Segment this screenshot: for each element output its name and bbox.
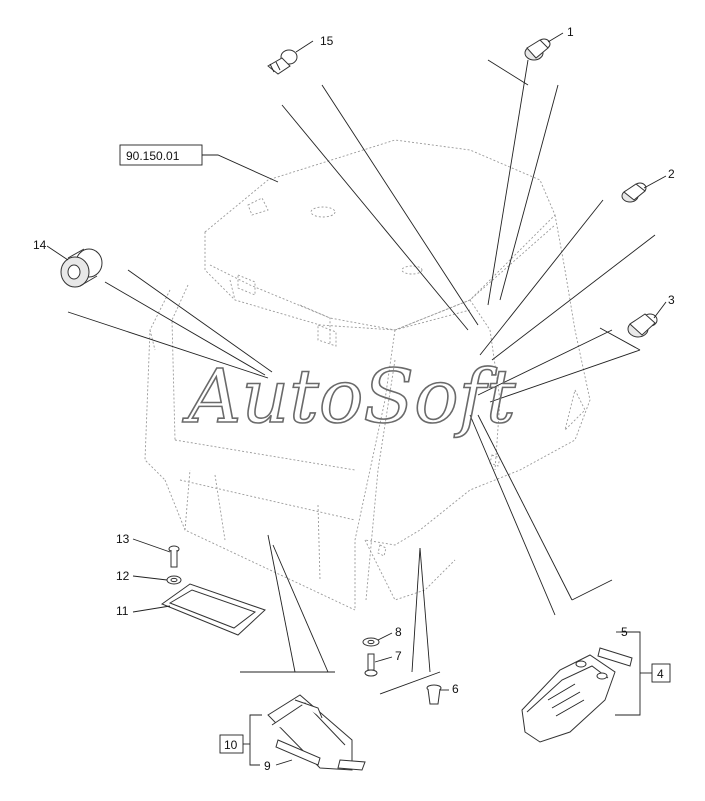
callout-10-box xyxy=(219,734,244,754)
callout-15: 15 xyxy=(320,34,334,48)
part-7-screw xyxy=(364,653,378,677)
part-5-strip xyxy=(597,647,633,667)
callout-labels: 1 2 3 5 6 7 8 9 11 12 13 14 15 4 10 90.1… xyxy=(33,25,675,773)
part-13-bolt xyxy=(168,545,180,568)
reference-box xyxy=(119,144,203,166)
callout-4: 4 xyxy=(657,667,664,681)
callout-9: 9 xyxy=(264,759,271,773)
leader-lines xyxy=(46,32,667,766)
callout-7: 7 xyxy=(395,649,402,663)
part-12-washer xyxy=(166,575,182,585)
callout-1: 1 xyxy=(567,25,574,39)
part-11-plate xyxy=(160,583,266,636)
callout-5: 5 xyxy=(621,625,628,639)
callout-10: 10 xyxy=(224,738,238,752)
part-1-plug xyxy=(524,38,551,61)
callout-4-box xyxy=(651,663,671,683)
watermark: AutoSoft xyxy=(182,354,516,440)
callout-6: 6 xyxy=(452,682,459,696)
cab-outline xyxy=(144,139,591,611)
part-4-cover xyxy=(521,654,616,743)
part-14-grommet xyxy=(60,248,103,288)
callout-14: 14 xyxy=(33,238,47,252)
part-3-plug xyxy=(627,313,658,338)
reference-label: 90.150.01 xyxy=(126,149,180,163)
callout-12: 12 xyxy=(116,569,130,583)
callout-11: 11 xyxy=(116,604,129,618)
callout-2: 2 xyxy=(668,167,675,181)
part-2-plug xyxy=(621,182,647,203)
part-9-strip xyxy=(275,739,321,766)
part-8-washer xyxy=(362,637,380,647)
part-15-clip xyxy=(267,49,298,75)
callout-8: 8 xyxy=(395,625,402,639)
part-6-cap xyxy=(426,684,442,705)
callout-13: 13 xyxy=(116,532,130,546)
callout-3: 3 xyxy=(668,293,675,307)
